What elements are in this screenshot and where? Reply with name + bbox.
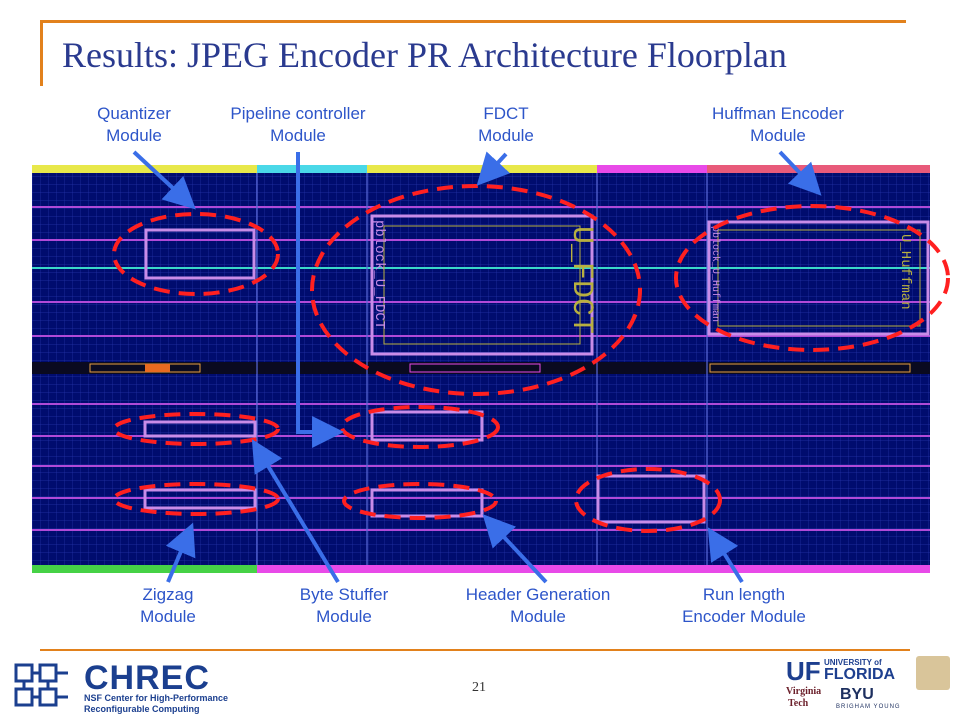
fdct-big-label: U_FDCT — [564, 226, 598, 334]
title-frame-left — [40, 20, 43, 86]
label-header-gen-line1: Header Generation — [465, 585, 611, 604]
gwu-portrait-icon — [916, 656, 950, 690]
fdct-inner — [383, 225, 581, 345]
chrec-logo: CHREC NSF Center for High-Performance Re… — [10, 659, 240, 715]
pblock-byte-stuffer — [370, 410, 484, 442]
uf-logo: UF — [786, 656, 821, 686]
pblock-header-gen — [370, 488, 484, 518]
title-frame-top — [40, 20, 906, 23]
center-block-orange — [145, 364, 170, 372]
pblock-zigzag-lower — [143, 488, 257, 510]
top-strip-magenta — [597, 165, 707, 173]
ellipse-quantizer — [112, 212, 280, 296]
page-number: 21 — [472, 680, 486, 695]
uf-university-text: UNIVERSITY of — [824, 658, 882, 667]
pblock-fdct — [370, 214, 594, 356]
arrow-huffman — [778, 150, 822, 196]
center-block-mid — [409, 363, 541, 373]
ellipse-fdct — [310, 184, 642, 396]
footer-rule — [40, 649, 910, 651]
label-fdct: FDCT Module — [478, 103, 534, 147]
label-quantizer: Quantizer Module — [97, 103, 171, 147]
chrec-hex-icon — [14, 663, 68, 707]
label-run-length: Run length Encoder Module — [682, 584, 806, 628]
label-pipeline-line2: Module — [270, 126, 326, 145]
fdct-pblock-label: pblock_U_FDCT — [371, 220, 387, 329]
ellipse-byte-stuffer — [340, 405, 500, 449]
ellipse-header-gen — [342, 482, 498, 520]
chrec-subtitle-line2: Reconfigurable Computing — [84, 704, 200, 714]
top-strip-yellow — [32, 165, 257, 173]
pblock-run-length — [596, 474, 706, 524]
label-byte-stuffer-line2: Module — [316, 607, 372, 626]
label-huffman: Huffman Encoder Module — [712, 103, 844, 147]
arrow-byte-stuffer — [251, 439, 340, 584]
arrow-zigzag — [165, 522, 196, 583]
label-header-gen-line2: Module — [510, 607, 566, 626]
label-run-length-line1: Run length — [702, 585, 786, 604]
top-strip-pink — [707, 165, 930, 173]
label-fdct-line2: Module — [478, 126, 534, 145]
arrow-fdct — [476, 151, 511, 186]
pblock-inner-outlines — [383, 225, 921, 345]
huffman-inner — [717, 229, 921, 327]
label-fdct-line1: FDCT — [483, 104, 529, 123]
label-byte-stuffer: Byte Stuffer Module — [300, 584, 389, 628]
arrow-pipeline — [296, 152, 344, 448]
uf-florida-text: FLORIDA — [824, 666, 896, 683]
ellipse-zigzag-upper — [112, 412, 280, 446]
highlight-ellipses — [112, 184, 950, 533]
arrow-header-gen — [482, 514, 548, 584]
label-zigzag: Zigzag Module — [140, 584, 196, 628]
label-huffman-line1: Huffman Encoder — [712, 104, 844, 123]
slide-title: Results: JPEG Encoder PR Architecture Fl… — [62, 35, 787, 75]
byu-subtitle: BRIGHAM YOUNG — [836, 704, 901, 710]
bottom-strip-green — [32, 565, 257, 573]
top-strip-yellow-2 — [367, 165, 597, 173]
label-pipeline-line1: Pipeline controller — [230, 104, 366, 123]
chrec-subtitle-line1: NSF Center for High-Performance — [84, 693, 229, 703]
label-quantizer-line2: Module — [106, 126, 162, 145]
label-huffman-line2: Module — [750, 126, 806, 145]
ellipse-zigzag — [112, 482, 280, 516]
vt-tech-text: Tech — [788, 698, 809, 709]
label-header-gen: Header Generation Module — [466, 584, 611, 628]
label-quantizer-line1: Quantizer — [97, 104, 171, 123]
ellipse-run-length — [574, 467, 722, 533]
huffman-big-label: U_Huffman — [897, 234, 913, 310]
top-strip-cyan — [257, 165, 367, 173]
arrow-run-length — [707, 527, 744, 584]
huffman-pblock-label: pblock_U_Huffman — [709, 226, 721, 322]
vt-logo: Virginia — [786, 686, 822, 697]
chrec-name: CHREC — [84, 659, 210, 697]
byu-logo: BYU — [840, 686, 874, 703]
center-block-right — [709, 363, 911, 373]
label-zigzag-line2: Module — [140, 607, 196, 626]
callout-arrows — [132, 150, 822, 584]
label-run-length-line2: Encoder Module — [682, 607, 806, 626]
pblock-zigzag — [143, 420, 257, 438]
pblocks — [143, 214, 930, 524]
label-byte-stuffer-line1: Byte Stuffer — [299, 585, 389, 604]
ellipse-huffman — [674, 204, 950, 352]
label-zigzag-line1: Zigzag — [142, 585, 194, 604]
chrec-subtitle: NSF Center for High-Performance Reconfig… — [84, 693, 228, 715]
arrow-quantizer — [132, 150, 196, 210]
pblock-quantizer — [144, 228, 256, 280]
gwu-logo — [912, 656, 954, 716]
label-pipeline: Pipeline controller Module — [230, 103, 365, 147]
pblock-huffman — [707, 220, 930, 336]
bottom-strip-magenta — [257, 565, 930, 573]
university-logos: UF UNIVERSITY of FLORIDA Virginia Tech B… — [786, 656, 906, 716]
